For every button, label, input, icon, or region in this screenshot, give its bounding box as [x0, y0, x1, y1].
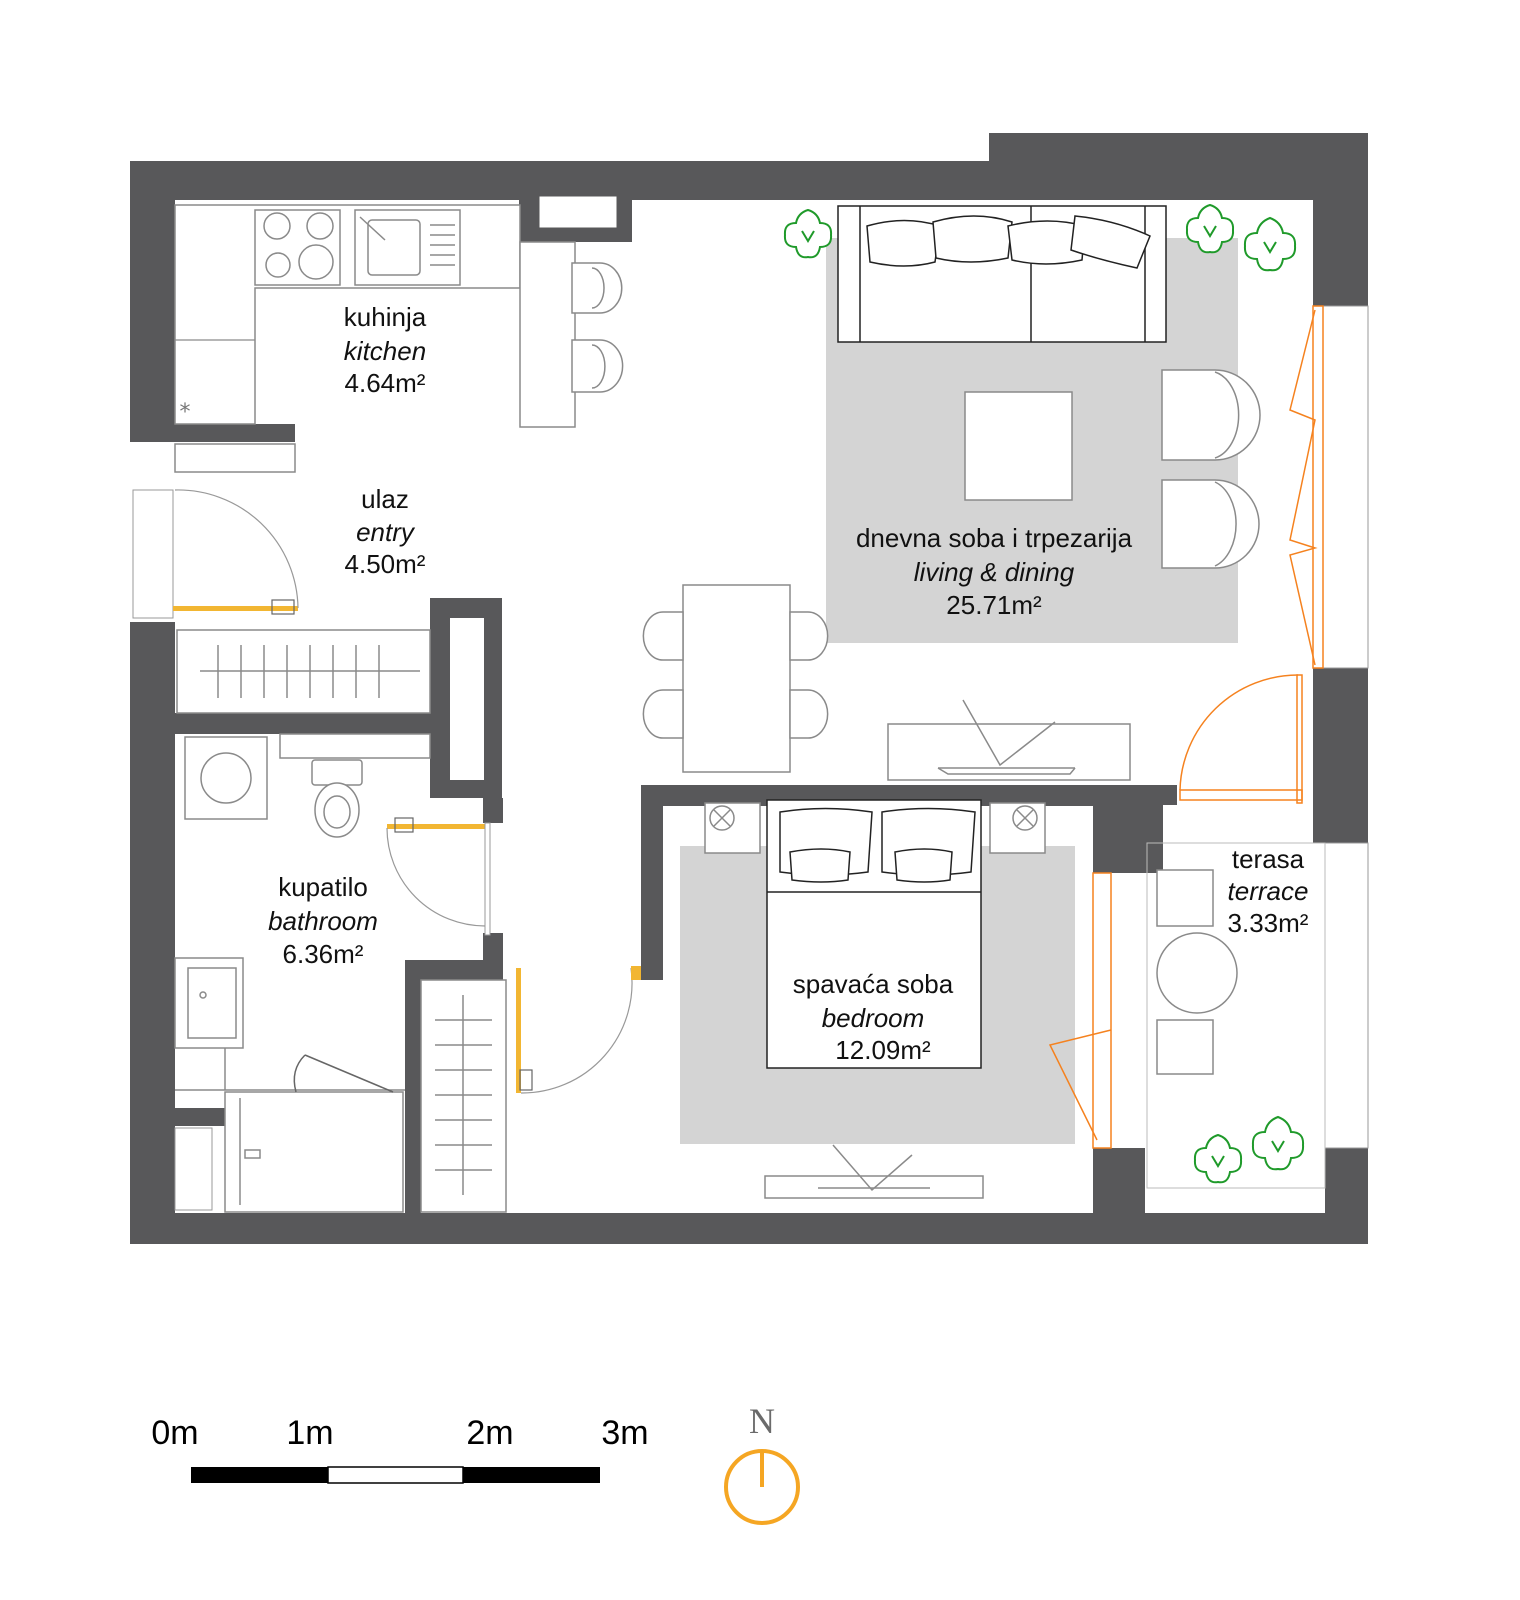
- hallway-wardrobe: [420, 979, 507, 1213]
- bath-shelf: [279, 733, 431, 759]
- stove-icon: [263, 212, 334, 280]
- entry-name-local: ulaz: [361, 484, 409, 514]
- entry-wardrobe: [176, 629, 431, 714]
- living-area: 25.71m²: [946, 590, 1042, 620]
- terrace-area: 3.33m²: [1228, 908, 1309, 938]
- sink-icon: [354, 209, 461, 286]
- scale-label-2: 2m: [466, 1414, 513, 1452]
- living-name-en: living & dining: [914, 557, 1075, 587]
- terrace-furniture: [1146, 842, 1326, 1189]
- room-label-bedroom: spavaća soba bedroom 12.09m²: [793, 969, 954, 1065]
- toilet-icon: [311, 759, 363, 838]
- windows: [132, 305, 1369, 1149]
- room-label-bathroom: kupatilo bathroom 6.36m²: [268, 872, 378, 969]
- balcony-door-living[interactable]: [1179, 674, 1303, 804]
- tv-stand-icon: [887, 699, 1131, 781]
- coffee-table-icon: [964, 391, 1073, 501]
- washing-machine-icon: [184, 736, 268, 820]
- entry-shelf: [174, 443, 296, 473]
- room-label-terrace: terasa terrace 3.33m²: [1228, 844, 1309, 938]
- bar-stools: [571, 262, 624, 393]
- bedroom-area: 12.09m²: [835, 1035, 931, 1065]
- room-label-entry: ulaz entry 4.50m²: [345, 484, 426, 579]
- kitchen-name-en: kitchen: [344, 336, 426, 366]
- room-label-kitchen: kuhinja kitchen 4.64m²: [344, 302, 427, 398]
- bathroom-area: 6.36m²: [283, 939, 364, 969]
- bathroom-name-local: kupatilo: [278, 872, 368, 902]
- shower-door[interactable]: [293, 1054, 394, 1093]
- north-label: N: [749, 1401, 775, 1441]
- plant-icons: [783, 203, 1305, 1184]
- living-sliding-window[interactable]: [1289, 305, 1324, 669]
- entry-name-en: entry: [356, 517, 416, 547]
- kitchen-counter: [174, 204, 576, 428]
- shower-icon: [224, 1091, 404, 1213]
- scale-bar: 0m 1m 2m 3m: [151, 1414, 649, 1484]
- bedroom-name-en: bedroom: [822, 1003, 925, 1033]
- terrace-name-local: terasa: [1232, 844, 1305, 874]
- bathroom-door[interactable]: [386, 817, 491, 936]
- entry-door[interactable]: [173, 489, 299, 615]
- sofa-icon: [837, 205, 1167, 343]
- armchairs-icon: [1161, 369, 1261, 569]
- living-name-local: dnevna soba i trpezarija: [856, 523, 1133, 553]
- nightstand-icon: [704, 802, 1046, 854]
- bathroom-name-en: bathroom: [268, 906, 378, 936]
- bedroom-name-local: spavaća soba: [793, 969, 954, 999]
- scale-label-3: 3m: [601, 1414, 648, 1452]
- bedroom-tv-icon: [764, 1144, 984, 1199]
- dining-table-icon: [642, 584, 829, 773]
- asterisk-icon: *: [180, 400, 191, 425]
- entry-area: 4.50m²: [345, 549, 426, 579]
- bedroom-balcony-door[interactable]: [1048, 872, 1112, 1149]
- bedroom-door[interactable]: [516, 966, 641, 1094]
- scale-label-0: 0m: [151, 1414, 198, 1452]
- scale-label-1: 1m: [286, 1414, 333, 1452]
- bed-icon: [766, 799, 982, 1069]
- kitchen-area: 4.64m²: [345, 368, 426, 398]
- room-label-living: dnevna soba i trpezarija living & dining…: [856, 523, 1133, 620]
- kitchen-name-local: kuhinja: [344, 302, 427, 332]
- terrace-name-en: terrace: [1228, 876, 1309, 906]
- bath-sink-icon: [174, 957, 244, 1049]
- north-arrow-icon: N: [724, 1401, 800, 1525]
